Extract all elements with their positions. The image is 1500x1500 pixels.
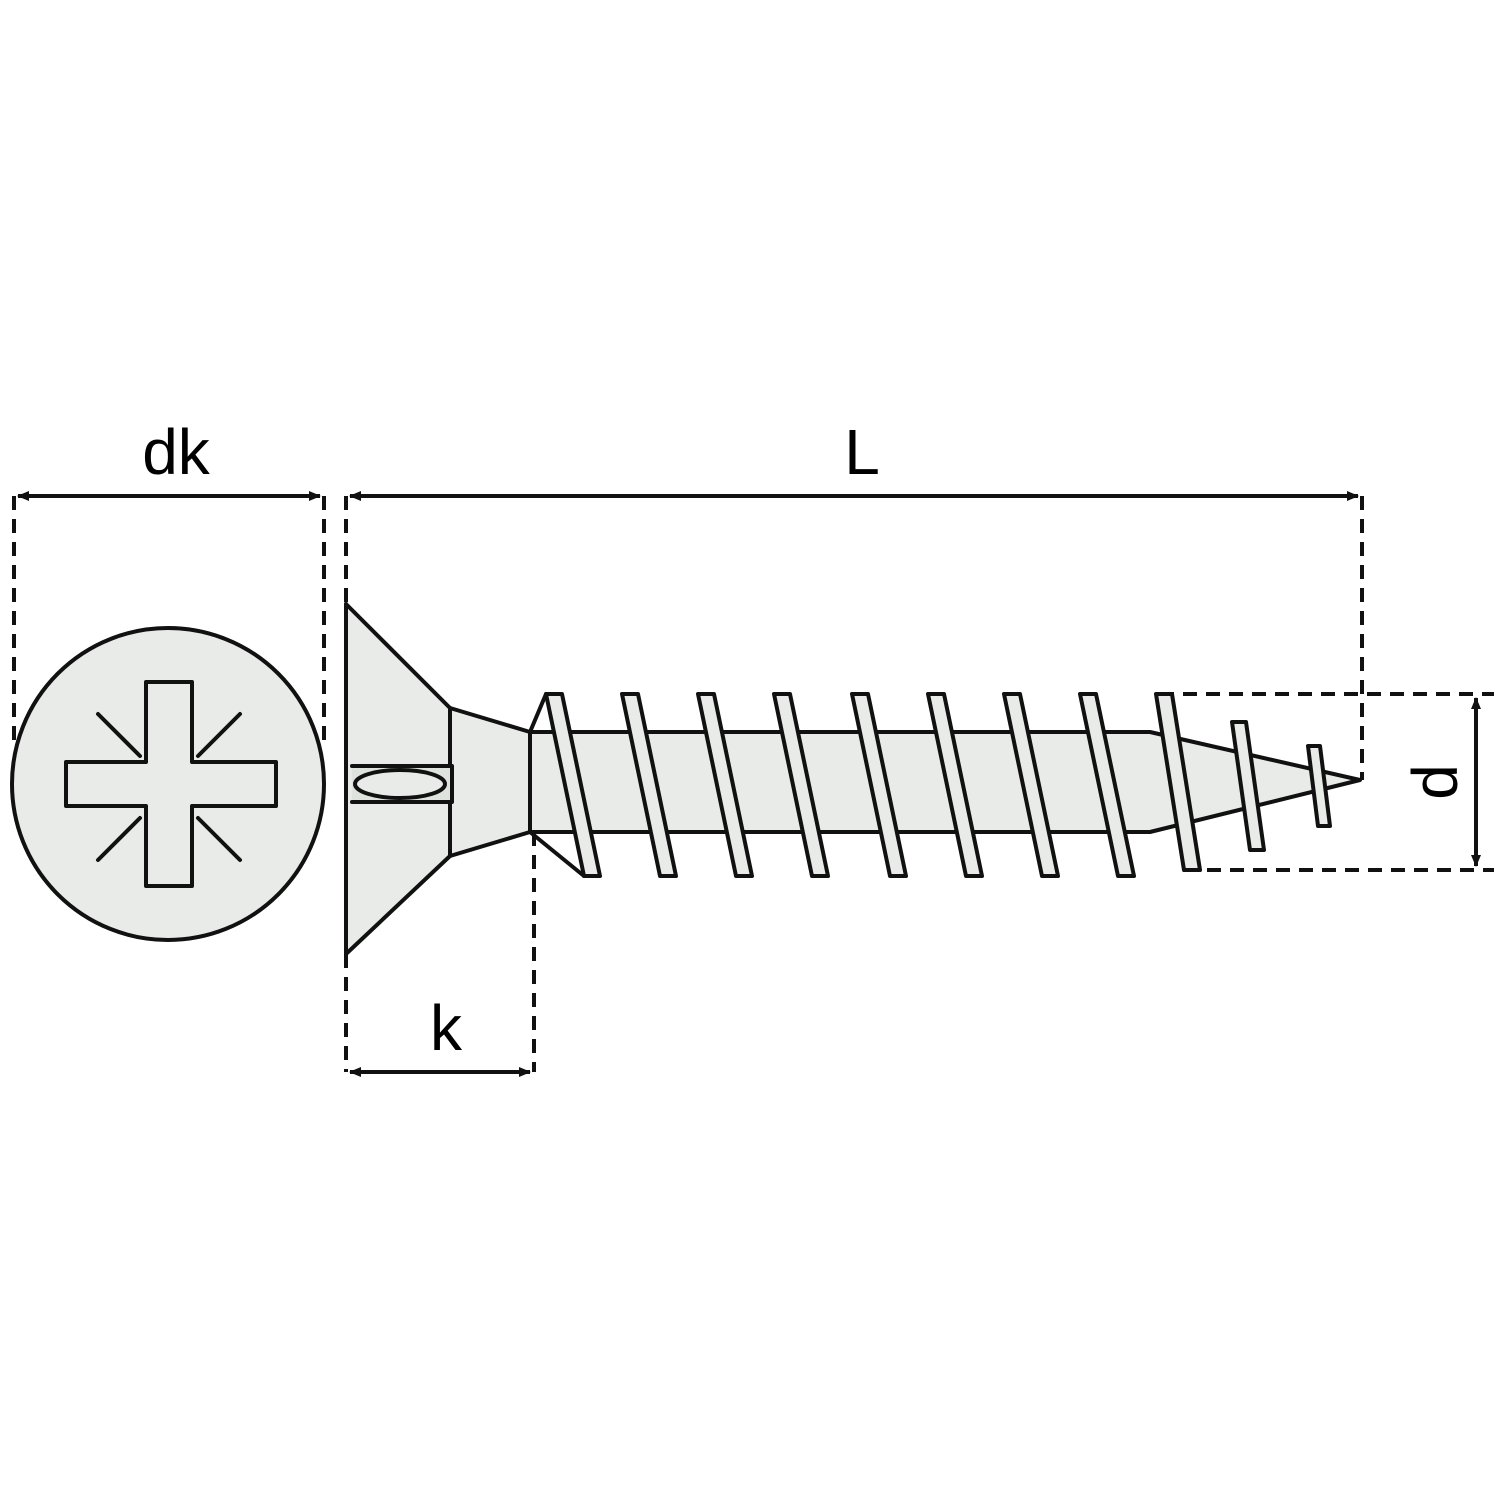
drive-recess-oval xyxy=(353,768,447,800)
head-top-view xyxy=(10,626,326,942)
d-label: d xyxy=(1399,764,1471,800)
screw-side-view xyxy=(344,602,1362,956)
k-dimension: k xyxy=(349,992,531,1077)
length-dimension: L xyxy=(349,416,1359,501)
thread-crests xyxy=(544,692,1332,878)
length-label: L xyxy=(844,416,880,488)
thread-roots xyxy=(528,692,586,878)
dimension-extension-lines xyxy=(12,496,1494,1072)
pozidriv-ticks xyxy=(96,712,242,862)
pozidriv-cross-icon xyxy=(64,680,278,888)
dk-dimension: dk xyxy=(17,416,321,501)
k-label: k xyxy=(430,992,463,1064)
d-dimension: d xyxy=(1399,697,1481,867)
dk-label: dk xyxy=(142,416,211,488)
